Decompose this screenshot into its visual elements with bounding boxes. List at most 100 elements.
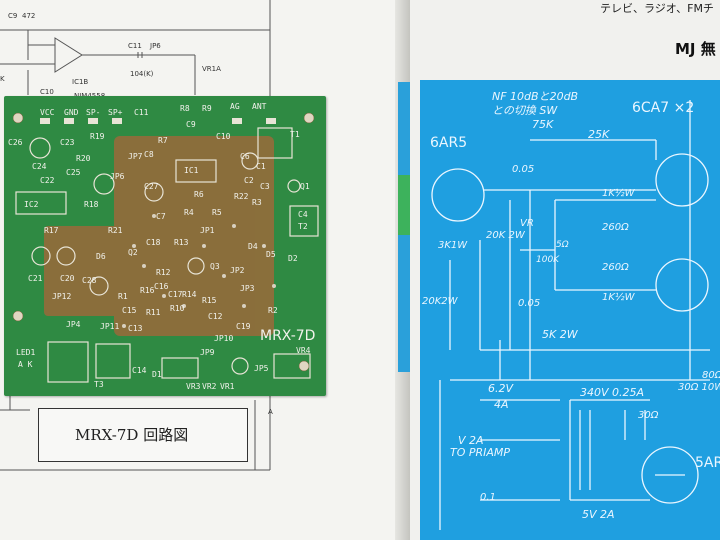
label-01: 0.1 [480,492,496,503]
label-1k-b: 1K½W [602,292,635,303]
pcb-label-sp-plus: SP+ [108,108,123,117]
label-20k2w-b: 20K2W [422,296,458,307]
pcb-traces [12,112,319,383]
pcb-label-jp12: JP12 [52,292,72,301]
pcb-label-c2: C2 [244,176,254,185]
pcb-label-q2: Q2 [128,248,138,257]
pcb-label-r12: R12 [156,268,171,277]
pcb-label-c27: C27 [144,182,159,191]
pcb-board-name: MRX-7D [260,328,316,344]
pcb-label-r3: R3 [252,198,262,207]
pcb-label-q3: Q3 [210,262,220,271]
magazine-header: テレビ、ラジオ、FMチ [600,2,714,15]
label-vr1a: VR1A [202,65,221,73]
label-5ohm: 5Ω [556,240,569,250]
pcb-label-c26: C26 [8,138,23,147]
pcb-label-c20: C20 [60,274,75,283]
pcb-label-led-pins: A K [18,360,33,369]
label-260a: 260Ω [602,222,629,233]
pcb-label-vcc: VCC [40,108,55,117]
pcb-label-r13: R13 [174,238,189,247]
label-5k2w: 5K 2W [542,328,578,341]
label-005a: 0.05 [512,164,535,175]
pcb-label-d2: D2 [288,254,298,263]
pcb-label-c11: C11 [134,108,149,117]
pcb-label-r20: R20 [76,154,91,163]
pcb-label-c12: C12 [208,312,223,321]
label-260b: 260Ω [602,262,629,273]
pcb-label-r18: R18 [84,200,99,209]
pcb-label-r5: R5 [212,208,222,217]
pcb-label-d1: D1 [152,370,162,379]
pcb-label-d4: D4 [248,242,258,251]
pcb-label-t3: T3 [94,380,104,389]
pcb-label-c28: C28 [82,276,97,285]
pcb-label-r10: R10 [170,304,185,313]
pcb-label-r17: R17 [44,226,59,235]
pcb-label-ant: ANT [252,102,267,111]
pcb-label-sp-minus: SP- [86,108,101,117]
label-3k1w: 3K1W [438,240,468,251]
pcb-label-c22: C22 [40,176,55,185]
pcb-label-ag: AG [230,102,240,111]
label-1k-a: 1K½W [602,188,635,199]
label-75k: 75K [532,118,554,131]
pcb-label-gnd: GND [64,108,79,117]
pcb-label-r19: R19 [90,132,105,141]
pcb-label-r22: R22 [234,192,249,201]
pcb-label-jp2: JP2 [230,266,245,275]
pcb-label-c10: C10 [216,132,231,141]
pcb-label-c21: C21 [28,274,43,283]
schematic-paper: C9 472 IC1B NJM4558 C11 JP6 104(K) VR1A … [0,0,410,540]
label-v2a: V 2A [458,434,484,447]
label-25k: 25K [588,128,610,141]
label-vr: VR [520,218,534,229]
label-340v: 340V 0.25A [580,386,645,399]
pcb-label-c3: C3 [260,182,270,191]
pcb-board: VCC GND SP- SP+ C11 R8 R9 AG ANT C26 C23… [4,96,326,396]
pcb-label-r2: R2 [268,306,278,315]
caption-box: MRX-7D 回路図 [38,408,248,462]
pcb-label-jp9: JP9 [200,348,215,357]
pcb-label-c23: C23 [60,138,75,147]
label-a: A [268,408,273,416]
pcb-label-c16: C16 [154,282,169,291]
label-5ar: 5AR [695,455,720,471]
label-switch: との切換 SW [492,104,558,117]
pcb-label-c4: C4 [298,210,308,219]
pcb-label-c24: C24 [32,162,47,171]
label-preamp: TO PRIAMP [450,446,511,459]
label-30ohm-10w: 30Ω 10W [678,382,720,393]
pcb-label-r7: R7 [158,136,168,145]
pcb-label-r8: R8 [180,104,190,113]
pcb-label-jp4: JP4 [66,320,81,329]
label-472: 472 [22,12,36,20]
pcb-label-r4: R4 [184,208,194,217]
pcb-label-jp10: JP10 [214,334,234,343]
pcb-label-c13: C13 [128,324,143,333]
pcb-label-c14: C14 [132,366,147,375]
pcb-label-r6: R6 [194,190,204,199]
pcb-label-r11: R11 [146,308,161,317]
pcb-label-c8: C8 [144,150,154,159]
pcb-label-r9: R9 [202,104,212,113]
pcb-label-vr2: VR2 [202,382,217,391]
pcb-label-vr3: VR3 [186,382,201,391]
pcb-label-q1: Q1 [300,182,310,191]
label-nf: NF 10dBと20dB [492,90,579,103]
pcb-label-jp5: JP5 [254,364,269,373]
label-6ar5: 6AR5 [430,135,468,151]
pcb-label-jp11: JP11 [100,322,120,331]
pcb-label-r15: R15 [202,296,217,305]
pcb-label-c6: C6 [240,152,250,161]
caption-text: MRX-7D 回路図 [75,426,189,444]
label-c11: C11 [128,42,142,50]
label-5v2a: 5V 2A [582,508,615,521]
label-ic1b: IC1B [72,78,89,86]
tube-amp-schematic: 6AR5 6CA7 ×2 5AR NF 10dBと20dB との切換 SW 75… [420,80,720,540]
pcb-label-c18: C18 [146,238,161,247]
pcb-label-r14: R14 [182,290,197,299]
label-c10: C10 [40,88,54,96]
label-c9: C9 [8,12,18,20]
label-62v: 6.2V [488,382,514,395]
